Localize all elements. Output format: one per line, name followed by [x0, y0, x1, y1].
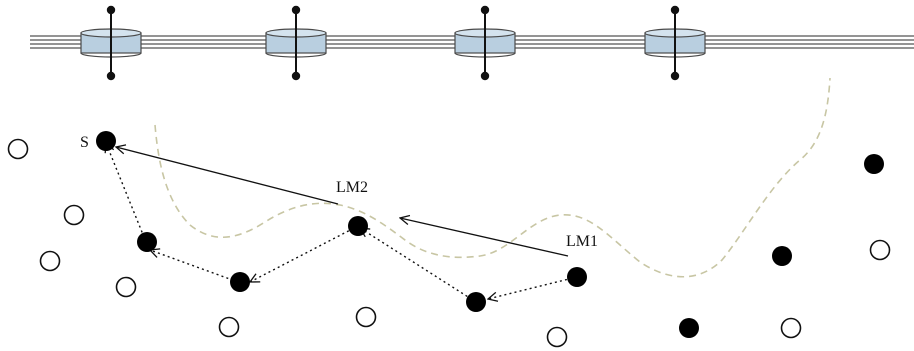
- filled-node: [96, 131, 116, 151]
- filled-node: [230, 272, 250, 292]
- empty-node: [869, 239, 891, 261]
- boundary-curve: [154, 77, 831, 278]
- empty-node: [7, 138, 29, 160]
- insulator-top-dot: [106, 5, 116, 15]
- empty-node: [63, 204, 85, 226]
- insulator-top-dot: [480, 5, 490, 15]
- filled-node: [466, 292, 486, 312]
- insulator-3: [454, 5, 516, 81]
- filled-node: [679, 318, 699, 338]
- empty-node: [780, 317, 802, 339]
- insulator-group: [80, 5, 706, 81]
- dotted-path: [106, 143, 578, 303]
- empty-node: [355, 306, 377, 328]
- empty-node: [39, 250, 61, 272]
- arrow-lm1-to-lm2: [400, 218, 569, 257]
- insulator-2: [265, 5, 327, 81]
- insulator-bottom-dot: [291, 71, 301, 81]
- insulator-top-dot: [670, 5, 680, 15]
- landmark-1-label: LM1: [566, 233, 598, 250]
- arrow-lm2-to-s: [116, 147, 339, 205]
- empty-node: [115, 276, 137, 298]
- filled-node: [567, 267, 587, 287]
- insulator-bottom-dot: [106, 71, 116, 81]
- empty-node: [546, 326, 568, 348]
- insulator-bottom-dot: [480, 71, 490, 81]
- empty-node: [218, 316, 240, 338]
- filled-node: [772, 246, 792, 266]
- landmark-2-label: LM2: [336, 179, 368, 196]
- insulator-bottom-dot: [670, 71, 680, 81]
- insulator-1: [80, 5, 142, 81]
- source-label: S: [80, 134, 89, 151]
- filled-node: [348, 216, 368, 236]
- filled-node: [137, 232, 157, 252]
- insulator-4: [644, 5, 706, 81]
- insulator-top-dot: [291, 5, 301, 15]
- filled-node: [864, 154, 884, 174]
- sensor-nodes: [7, 131, 891, 348]
